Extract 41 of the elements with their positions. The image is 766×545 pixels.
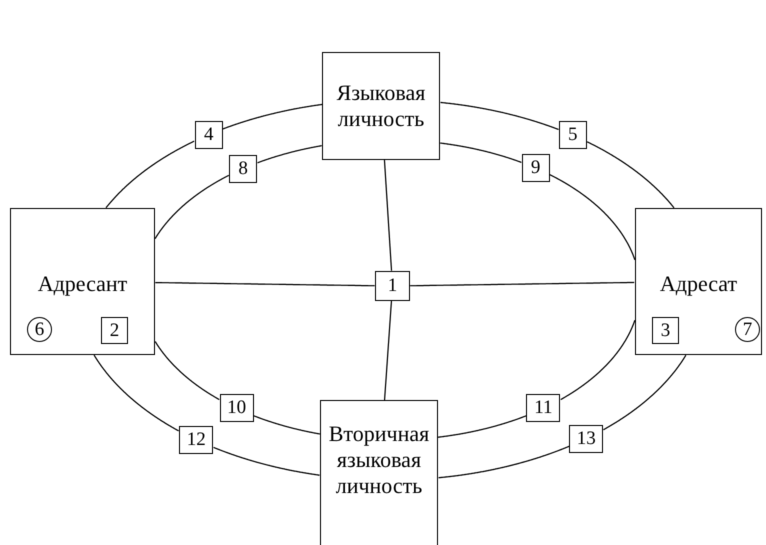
connector-arc — [254, 415, 320, 435]
connector-line — [155, 282, 375, 286]
number-box: 8 — [229, 154, 258, 183]
connector-arc — [549, 174, 636, 260]
number-box: 12 — [179, 426, 214, 454]
connector-arc — [586, 141, 674, 208]
number-box: 13 — [569, 424, 604, 453]
connector-arc — [603, 354, 686, 430]
connector-arc — [94, 354, 179, 432]
connector-line — [410, 282, 634, 286]
number-box: 1 — [375, 271, 410, 301]
number-box: 4 — [194, 120, 223, 149]
circled-number: 7 — [735, 317, 760, 342]
number-box: 2 — [101, 317, 128, 344]
concept-label: Вторичная языковая личность — [328, 421, 430, 499]
number-box: 5 — [558, 121, 587, 150]
concept-label: Языковая личность — [336, 80, 426, 132]
connector-arc — [440, 102, 559, 130]
number-box: 3 — [652, 317, 679, 344]
concept-box — [320, 400, 438, 545]
connector-line — [384, 160, 392, 271]
number-box: 11 — [526, 394, 560, 422]
concept-label: Адресат — [658, 271, 738, 297]
connector-arc — [560, 320, 636, 400]
connector-arc — [106, 140, 194, 208]
concept-box — [10, 208, 155, 355]
connector-arc — [222, 104, 322, 130]
concept-label: Адресант — [36, 271, 128, 297]
connector-arc — [257, 145, 322, 164]
connector-arc — [154, 174, 230, 240]
concept-box — [635, 208, 762, 355]
connector-arc — [438, 446, 570, 478]
connector-line — [384, 300, 392, 400]
circled-number: 6 — [27, 317, 52, 342]
concept-box — [322, 52, 440, 160]
number-box: 10 — [220, 394, 254, 422]
connector-arc — [213, 446, 320, 476]
number-box: 9 — [522, 154, 550, 182]
connector-arc — [440, 142, 522, 163]
connector-arc — [154, 341, 220, 400]
connector-arc — [438, 415, 526, 438]
